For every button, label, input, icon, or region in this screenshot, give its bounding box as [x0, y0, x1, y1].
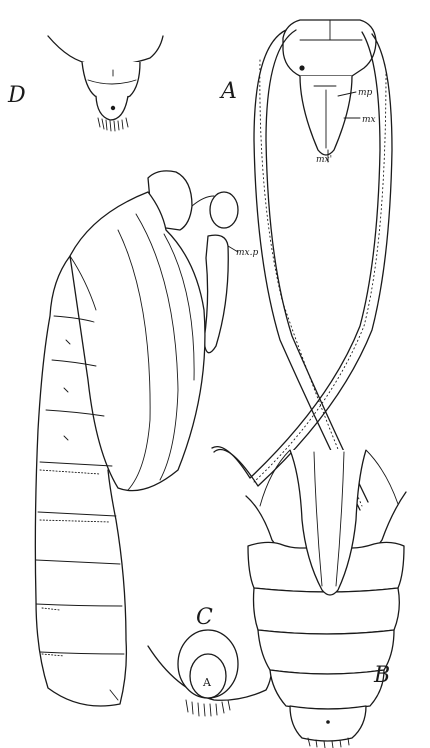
panel-letter-b: B	[373, 663, 390, 688]
label-mp: mp	[358, 88, 373, 98]
panel-letter-c: C	[196, 605, 213, 630]
label-mx-prime: mx'	[316, 155, 332, 165]
label-mx: mx	[362, 115, 376, 125]
figure-c-anal-segment	[148, 630, 272, 716]
anal-plate-mark: A	[202, 676, 212, 689]
label-mxp: mx.p	[236, 248, 258, 258]
panel-letter-d: D	[7, 83, 26, 108]
figure-d-abdomen-tip	[48, 36, 163, 131]
panel-letter-a: A	[219, 79, 237, 104]
figure-b-ventral-abdomen	[246, 450, 406, 748]
